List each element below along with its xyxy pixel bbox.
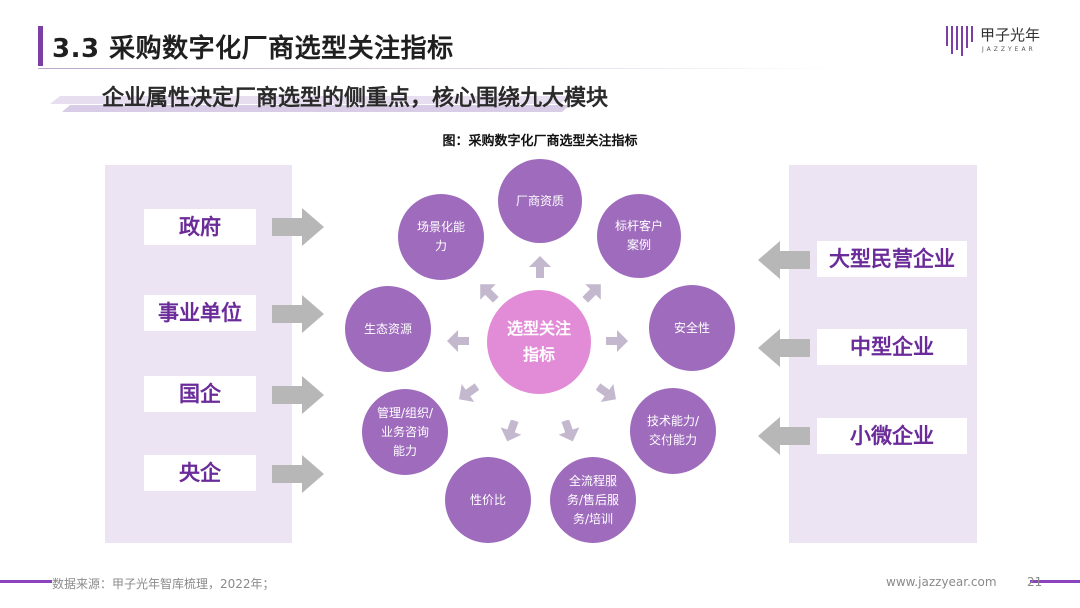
- logo-text: 甲子光年: [980, 26, 1041, 44]
- arrow-right-icon: [272, 208, 324, 246]
- module-scenario-capability: 场景化能力: [398, 194, 484, 280]
- page-title: 3.3 采购数字化厂商选型关注指标: [52, 34, 454, 64]
- radial-arrow-icon: [500, 420, 522, 442]
- module-label: 性价比: [469, 492, 506, 507]
- arrow-left-icon: [758, 329, 810, 367]
- page-number: 21: [1027, 575, 1043, 589]
- arrow-left-icon: [758, 417, 810, 455]
- radial-arrow-icon: [596, 383, 617, 403]
- left-panel-public-sector: 政府 事业单位 国企 央企: [105, 165, 292, 543]
- radial-arrow-icon: [458, 383, 479, 403]
- module-label: 生态资源: [363, 321, 412, 336]
- module-label: 场景化能: [416, 220, 465, 234]
- module-security: 安全性: [649, 285, 735, 371]
- label-government: 政府: [144, 209, 256, 245]
- module-label: 案例: [626, 238, 651, 252]
- right-panel-private-sector: 大型民营企业 中型企业 小微企业: [789, 165, 977, 543]
- subtitle-decoration: [50, 96, 570, 112]
- arrow-right-icon: [272, 376, 324, 414]
- subtitle: 企业属性决定厂商选型的侧重点，核心围绕九大模块: [102, 86, 609, 111]
- title-underline: [38, 68, 838, 69]
- footer-accent-right: [1030, 580, 1080, 583]
- module-label: 全流程服: [568, 473, 617, 488]
- module-label: 厂商资质: [515, 193, 564, 208]
- jazzyear-logo-icon: [946, 26, 973, 56]
- module-label: 交付能力: [648, 433, 697, 447]
- module-label: 力: [434, 239, 447, 253]
- footer-accent-left: [0, 580, 52, 583]
- center-line-1: 选型关注: [506, 319, 571, 338]
- radial-arrow-icon: [606, 330, 628, 352]
- module-label: 业务咨询: [380, 424, 429, 439]
- module-tech-delivery: 技术能力/交付能力: [630, 388, 716, 474]
- title-accent-bar: [38, 26, 43, 66]
- module-label: 管理/组织/: [376, 405, 434, 420]
- label-medium-enterprise: 中型企业: [817, 329, 967, 365]
- radial-arrow-icon: [558, 420, 580, 442]
- radial-arrow-icon: [447, 330, 469, 352]
- module-ecosystem-resources: 生态资源: [345, 286, 431, 372]
- module-vendor-qualification: 厂商资质: [498, 159, 582, 243]
- module-benchmark-cases: 标杆客户案例: [597, 194, 681, 278]
- label-large-private-enterprise: 大型民营企业: [817, 241, 967, 277]
- radial-arrow-icon: [529, 256, 551, 278]
- module-label: 务/培训: [572, 511, 614, 526]
- radial-arrow-icon: [480, 284, 499, 303]
- footer-source: 数据来源：甲子光年智库梳理，2022年；: [52, 577, 275, 591]
- arrow-left-icon: [758, 241, 810, 279]
- radial-arrow-icon: [582, 284, 601, 303]
- logo-subtext: JAZZYEAR: [982, 46, 1036, 53]
- module-label: 安全性: [673, 320, 710, 335]
- label-small-micro-enterprise: 小微企业: [817, 418, 967, 454]
- center-circle-selection-criteria: 选型关注 指标: [487, 290, 591, 394]
- arrow-right-icon: [272, 295, 324, 333]
- module-label: 技术能力/: [646, 414, 700, 428]
- module-label: 能力: [392, 443, 417, 458]
- label-state-owned-enterprise: 国企: [144, 376, 256, 412]
- figure-caption: 图：采购数字化厂商选型关注指标: [442, 134, 638, 149]
- module-cost-performance: 性价比: [445, 457, 531, 543]
- footer-url[interactable]: www.jazzyear.com: [886, 575, 997, 589]
- center-line-2: 指标: [522, 345, 555, 364]
- label-public-institution: 事业单位: [144, 295, 256, 331]
- module-label: 务/售后服: [566, 492, 620, 507]
- arrow-right-icon: [272, 455, 324, 493]
- module-label: 标杆客户: [614, 219, 663, 233]
- module-consulting-capability: 管理/组织/业务咨询能力: [362, 389, 448, 475]
- module-full-service: 全流程服务/售后服务/培训: [550, 457, 636, 543]
- label-central-enterprise: 央企: [144, 455, 256, 491]
